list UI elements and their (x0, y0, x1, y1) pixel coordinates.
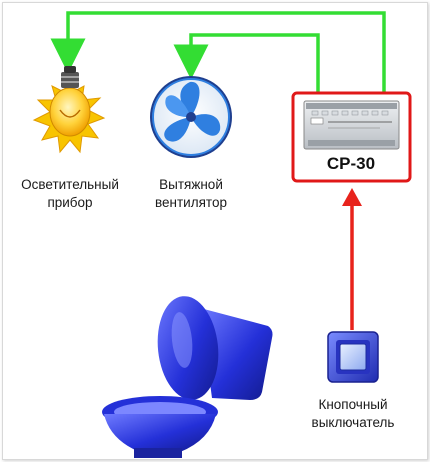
controller-label: CP-30 (326, 154, 376, 173)
fan-label: Вытяжной вентилятор (136, 176, 246, 212)
switch-label-line1: Кнопочный (318, 397, 388, 412)
red-wire-switch (342, 188, 362, 330)
lamp-label-line2: прибор (47, 195, 93, 210)
switch-label: Кнопочный выключатель (298, 396, 408, 432)
lamp-label-line1: Осветительный (21, 177, 119, 192)
lamp-label: Осветительный прибор (6, 176, 134, 212)
fan-label-line2: вентилятор (155, 195, 227, 210)
controller-icon (291, 91, 412, 183)
green-wire-lamp (50, 11, 386, 93)
switch-label-line2: выключатель (311, 415, 395, 430)
fan-label-line1: Вытяжной (159, 177, 223, 192)
fan-icon (150, 76, 232, 158)
green-wire-fan (173, 33, 320, 93)
lamp-icon (32, 66, 106, 154)
toilet-icon (102, 296, 273, 458)
switch-icon (327, 331, 379, 383)
